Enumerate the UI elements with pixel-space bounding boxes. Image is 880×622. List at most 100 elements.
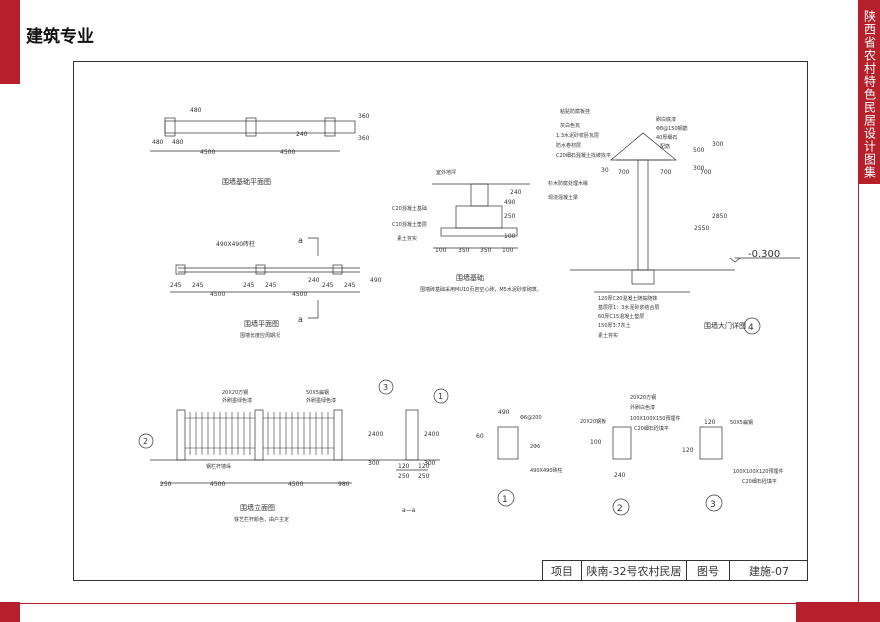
layer-table: 120厚C20混凝土随捣随抹 基层厚1：3水泥砂浆结合层 60厚C15混凝土垫层… (594, 291, 690, 339)
dim-text: 250 (418, 473, 430, 480)
gate-label: C20细石混凝土找坡找平 (556, 152, 611, 159)
dim-text: 245 (243, 282, 255, 289)
gate-label: 配筋 (660, 143, 670, 150)
layer-item: 150厚3:7灰土 (598, 322, 631, 329)
dim-text: 480 (152, 139, 164, 146)
dim-text: 100 (590, 439, 602, 446)
detail-label: 20X20钢板 (580, 418, 606, 425)
dim-text: 350 (480, 247, 492, 254)
detail-label: 50X5扁钢 (730, 419, 753, 426)
dim-text: 700 (700, 169, 712, 176)
elevation-label: 外刷墨绿色漆 (306, 397, 336, 404)
dim-text: 700 (660, 169, 672, 176)
dim-text: 2400 (368, 431, 383, 438)
bottom-rule (20, 603, 796, 604)
detail-label: Φ6@200 (520, 415, 542, 421)
foundation-section: 室外地坪 C20混凝土基础 C10混凝土垫层 素土夯实 100 350 350 … (392, 169, 542, 293)
dim-text: 2400 (424, 431, 439, 438)
dim-text: 500 (693, 147, 705, 154)
side-band: 陕西省农村特色民居设计图集 (858, 0, 880, 184)
drawing-title: 围墙大门详图 (704, 321, 746, 330)
elevation-label: 20X20方钢 (222, 389, 248, 396)
dim-text: 300 (693, 165, 705, 172)
detail-number: 1 (502, 495, 508, 505)
section-a-a: 120 120 250 250 2400 300 a—a (396, 409, 439, 514)
cut-mark: a (298, 236, 303, 245)
layer-item: 基层厚1：3水泥砂浆结合层 (598, 304, 659, 311)
drawing-title: 围墙平面图 (244, 319, 279, 328)
detail-label: C20细石砼填平 (742, 478, 777, 485)
dim-text: 480 (190, 107, 202, 114)
dim-text: 240 (510, 189, 522, 196)
dim-text: 2850 (712, 213, 727, 220)
detail-number: 3 (710, 500, 716, 510)
dim-text: 245 (322, 282, 334, 289)
elevation-label: 外刷墨绿色漆 (222, 397, 252, 404)
dim-text: 100 (435, 247, 447, 254)
dim-text: 4500 (288, 481, 303, 488)
dim-text: 490 (370, 277, 382, 284)
side-label: 陕西省农村特色民居设计图集 (862, 10, 877, 179)
dim-text: 240 (614, 472, 626, 479)
dim-text: 250 (398, 473, 410, 480)
gate-label: 刷白底漆 (656, 116, 676, 123)
detail-2: 240 100 20X20方钢 外刷白色漆 20X20钢板 100X100X15… (580, 394, 680, 516)
drawing-number: 建施-07 (749, 565, 789, 578)
dim-text: 480 (172, 139, 184, 146)
drawing-sheet (73, 61, 808, 581)
dim-text: 4500 (210, 481, 225, 488)
gate-detail: -0.300 粘贴防腐板挂 灰白色瓦 1:3水泥砂浆卧瓦层 防水卷材层 C20细… (548, 108, 800, 339)
gate-label: 40厚细石 (656, 134, 677, 141)
dim-text: 245 (192, 282, 204, 289)
drawing-title: 围墙基础平面图 (222, 177, 271, 186)
dim-text: 120 (398, 463, 410, 470)
dim-text: 60 (476, 433, 484, 440)
detail-1: 490 60 Φ6@200 2Φ6 490X490砖柱 1 (476, 409, 563, 507)
dim-text: 240 (308, 277, 320, 284)
corner-decoration-bottom-right (796, 602, 880, 622)
drawing-title: a—a (402, 507, 416, 514)
dim-text: 700 (618, 169, 630, 176)
dim-text: 4500 (292, 291, 307, 298)
foundation-label: C20混凝土基础 (392, 205, 427, 212)
detail-mark: 3 (383, 383, 388, 392)
gate-label: 杉木防腐处理木椽 (548, 180, 588, 187)
dim-text: 360 (358, 135, 370, 142)
elevation-mark: -0.300 (748, 249, 780, 260)
detail-mark: 1 (438, 392, 443, 401)
layer-item: 60厚C15混凝土垫层 (598, 313, 644, 320)
dim-text: 250 (160, 481, 172, 488)
detail-number: 4 (748, 323, 754, 333)
title-block: 项目 陕南-32号农村民居 图号 建施-07 (542, 560, 808, 581)
dim-text: 2550 (694, 225, 709, 232)
gate-label: 灰白色瓦 (560, 122, 580, 129)
drawing-note: 铁艺栏杆颜色，由户主定 (234, 516, 289, 523)
elevation-label: 钢栏杆墙垛 (206, 463, 231, 470)
detail-3: 120 120 50X5扁钢 100X100X120预埋件 C20细石砼填平 3 (682, 419, 783, 512)
dim-text: 300 (712, 141, 724, 148)
drawing-title: 围墙立面图 (240, 503, 275, 512)
layer-item: 120厚C20混凝土随捣随抹 (598, 295, 657, 302)
gate-label: 粘贴防腐板挂 (560, 108, 590, 115)
dim-text: 120 (418, 463, 430, 470)
dim-text: 245 (344, 282, 356, 289)
detail-number: 2 (617, 504, 623, 514)
detail-label: 100X100X120预埋件 (733, 468, 783, 475)
dim-text: 300 (368, 460, 380, 467)
dim-text: 250 (504, 213, 516, 220)
elevation-label: 50X5扁钢 (306, 389, 329, 396)
project-label: 项目 (543, 561, 582, 581)
gate-label: 现浇混凝土梁 (548, 194, 578, 201)
dim-text: 4500 (200, 149, 215, 156)
dim-text: 350 (458, 247, 470, 254)
page-title: 建筑专业 (26, 27, 94, 47)
dim-text: 4500 (280, 149, 295, 156)
dim-text: 980 (338, 481, 350, 488)
detail-label: 100X100X150預埋件 (630, 415, 680, 422)
detail-label: 20X20方钢 (630, 394, 656, 401)
dim-text: 245 (170, 282, 182, 289)
dim-text: 360 (358, 113, 370, 120)
detail-label: 外刷白色漆 (630, 404, 655, 411)
dim-text: 240 (296, 131, 308, 138)
